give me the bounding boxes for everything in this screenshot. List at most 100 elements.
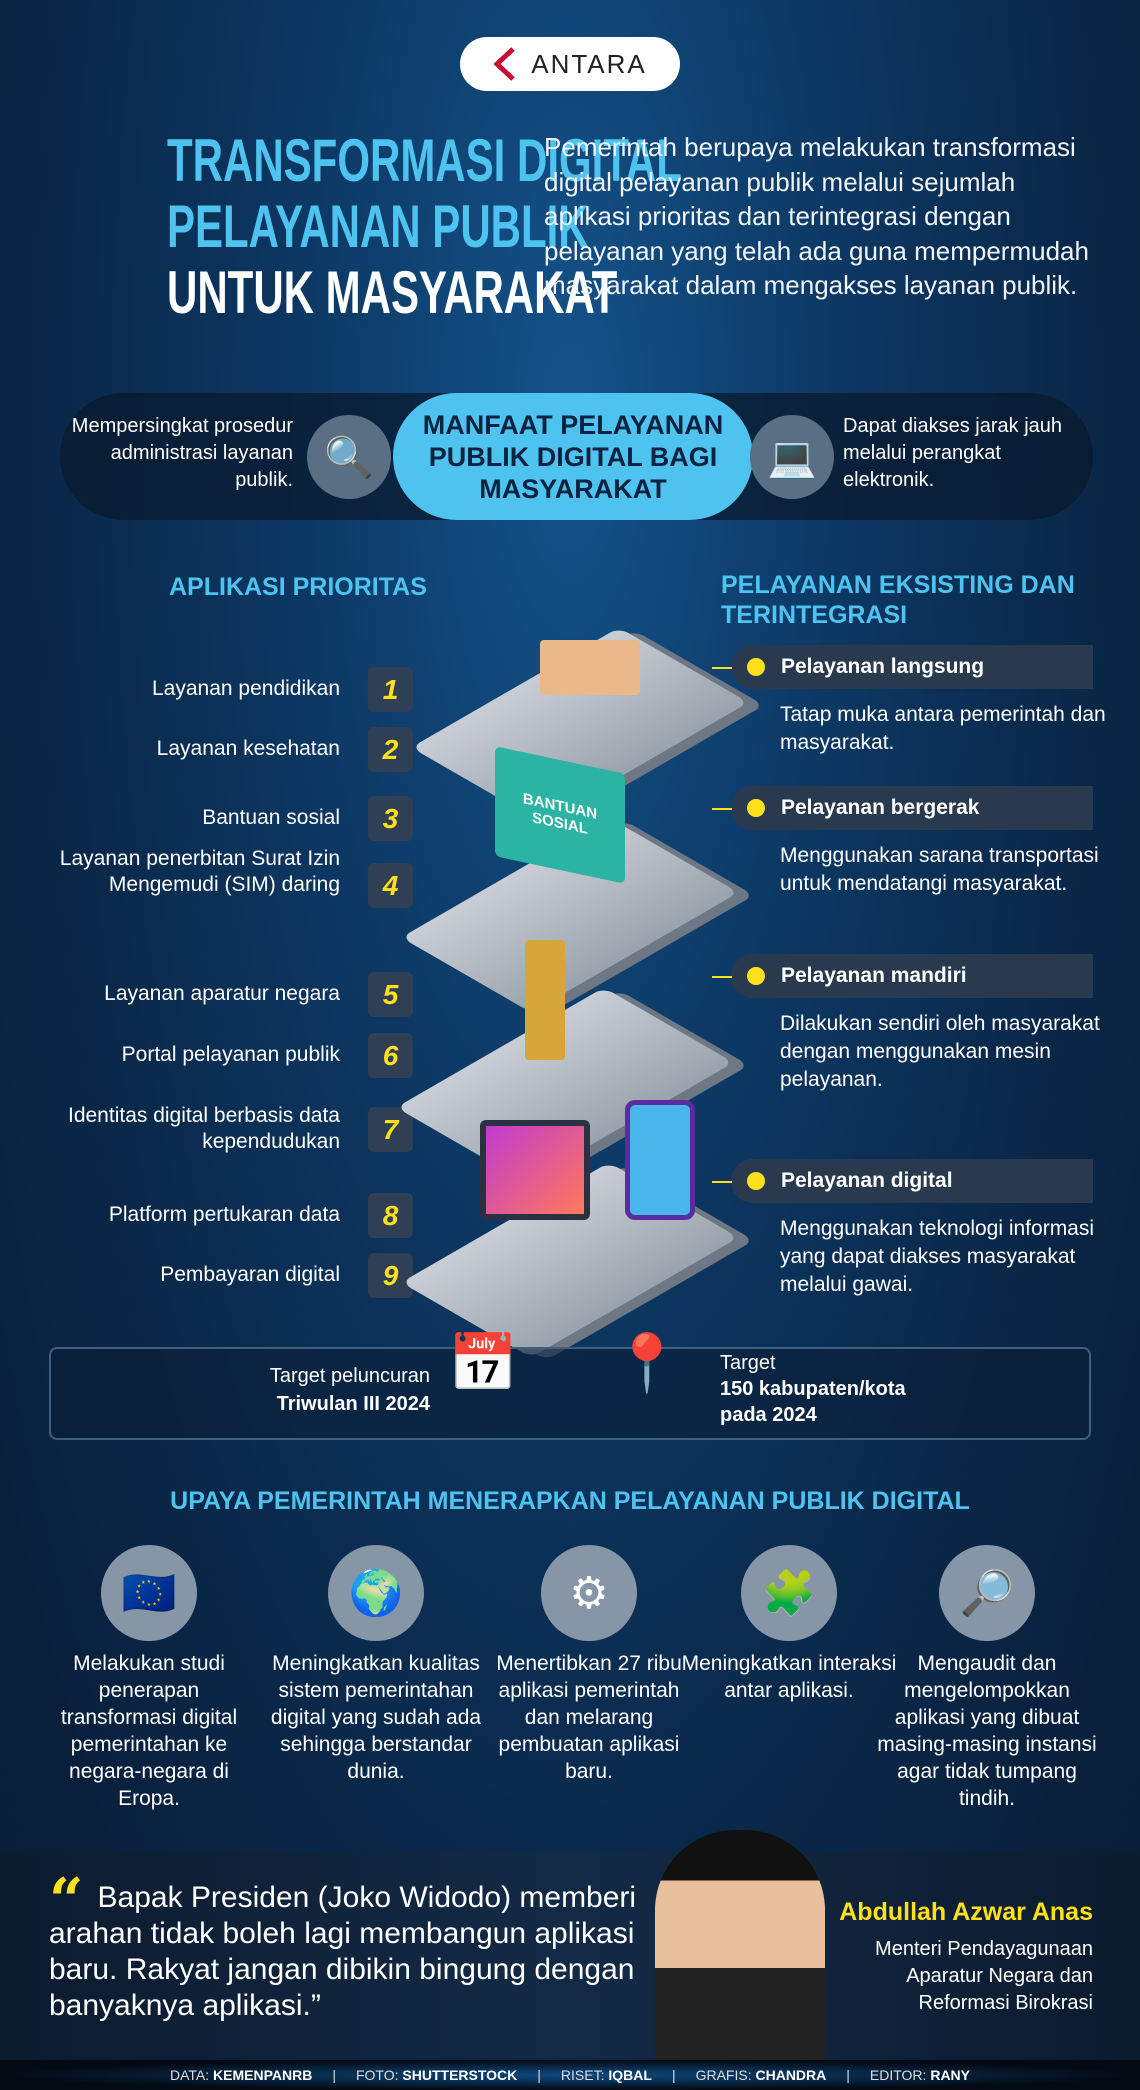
credit-value: RANY — [930, 2067, 970, 2083]
app-item-number: 2 — [368, 727, 413, 772]
app-item-number: 3 — [368, 796, 413, 841]
service-label-pill: Pelayanan mandiri — [731, 954, 1093, 998]
intro-text: Pemerintah berupaya melakukan transforma… — [544, 132, 1089, 300]
bullet-dot-icon — [747, 658, 765, 676]
gear-apps-icon: ⚙ — [541, 1545, 637, 1641]
page-title: TRANSFORMASI DIGITAL PELAYANAN PUBLIK UN… — [20, 128, 682, 326]
globe-star-icon: 🌍 — [328, 1545, 424, 1641]
bullet-dot-icon — [747, 799, 765, 817]
credit-value: SHUTTERSTOCK — [402, 2067, 518, 2083]
effort-text: Menertibkan 27 ribu aplikasi pemerintah … — [496, 1652, 682, 1783]
credit-value: KEMENPANRB — [213, 2067, 313, 2083]
quote: “Bapak Presiden (Joko Widodo) memberi ar… — [49, 1871, 649, 2024]
credit-value: CHANDRA — [755, 2067, 827, 2083]
document-magnifier-icon: 🔍 — [307, 415, 391, 499]
credit-separator: | — [846, 2067, 850, 2083]
launch-label: Target peluncuran — [269, 1365, 430, 1387]
app-item-label: Layanan pendidikan — [152, 677, 340, 700]
credit-key: DATA: — [169, 2067, 210, 2083]
service-description: Menggunakan sarana transportasi untuk me… — [780, 844, 1099, 895]
speaker-name: Abdullah Azwar Anas — [839, 1898, 1093, 1926]
credit-separator: | — [332, 2067, 336, 2083]
launch-target: Target peluncuran Triwulan III 2024 — [180, 1362, 430, 1418]
logo-text: ANTARA — [531, 48, 647, 79]
credit-separator: | — [671, 2067, 676, 2083]
app-item-number: 5 — [368, 972, 413, 1017]
app-item-label: Pembayaran digital — [160, 1263, 340, 1286]
quote-text: Bapak Presiden (Joko Widodo) memberi ara… — [49, 1881, 637, 2022]
effort-text: Meningkatkan interaksi antar aplikasi. — [681, 1652, 897, 1702]
magnifier-device-icon: 🔎 — [939, 1545, 1035, 1641]
service-label: Pelayanan digital — [781, 1169, 953, 1192]
target-box — [49, 1347, 1091, 1440]
region-target: Target 150 kabupaten/kota pada 2024 — [720, 1350, 906, 1428]
credit-item: FOTO: SHUTTERSTOCK — [356, 2067, 517, 2083]
app-item-label: Identitas digital berbasis data kependud… — [67, 1104, 340, 1153]
antara-logo-icon — [493, 47, 515, 81]
speaker-role: Menteri Pendayagunaan Aparatur Negara da… — [875, 1938, 1093, 2014]
service-description: Dilakukan sendiri oleh masyarakat dengan… — [780, 1012, 1100, 1091]
service-description: Menggunakan teknologi informasi yang dap… — [780, 1217, 1095, 1296]
services-heading: PELAYANAN EKSISTING DAN TERINTEGRASI — [721, 571, 1075, 629]
region-value: 150 kabupaten/kota — [720, 1378, 906, 1400]
credit-item: RISET: IQBAL — [561, 2067, 652, 2083]
service-label-pill: Pelayanan digital — [731, 1159, 1093, 1203]
service-description: Tatap muka antara pemerintah dan masyara… — [780, 703, 1106, 754]
connector-line — [712, 976, 732, 978]
office-desk — [540, 640, 640, 695]
service-label-pill: Pelayanan langsung — [731, 645, 1093, 689]
effort-text: Meningkatkan kualitas sistem pemerintaha… — [270, 1652, 482, 1783]
credit-separator: | — [537, 2067, 541, 2083]
credit-key: GRAFIS: — [695, 2067, 752, 2083]
credit-item: EDITOR: RANY — [870, 2067, 970, 2083]
bullet-dot-icon — [747, 1172, 765, 1190]
app-item-number: 7 — [368, 1107, 413, 1152]
connector-line — [712, 1181, 732, 1183]
credit-key: RISET: — [560, 2067, 605, 2083]
effort-text: Mengaudit dan mengelompokkan aplikasi ya… — [877, 1652, 1097, 1810]
quote-band — [0, 1853, 1140, 2058]
app-item-number: 1 — [368, 667, 413, 712]
launch-value: Triwulan III 2024 — [276, 1393, 430, 1415]
credits-footer: DATA: KEMENPANRB | FOTO: SHUTTERSTOCK | RISE… — [0, 2060, 1140, 2090]
app-item-number: 9 — [368, 1253, 413, 1298]
puzzle-network-icon: 🧩 — [741, 1545, 837, 1641]
bullet-dot-icon — [747, 967, 765, 985]
atm-machine — [525, 940, 565, 1060]
connector-line — [712, 808, 732, 810]
minister-portrait — [655, 1830, 825, 2060]
service-label: Pelayanan mandiri — [781, 964, 967, 987]
app-item-number: 8 — [368, 1193, 413, 1238]
smartphone — [625, 1100, 695, 1220]
eu-flag-magnifier-icon: 🇪🇺 — [101, 1545, 197, 1641]
antara-logo: ANTARA — [460, 37, 680, 91]
efforts-heading: UPAYA PEMERINTAH MENERAPKAN PELAYANAN PU… — [170, 1487, 970, 1515]
service-label: Pelayanan bergerak — [781, 796, 980, 819]
apps-heading: APLIKASI PRIORITAS — [169, 573, 427, 601]
app-item-label: Layanan aparatur negara — [104, 982, 340, 1005]
app-item-label: Layanan penerbitan Surat Izin Mengemudi … — [59, 847, 340, 896]
title-line-2: PELAYANAN PUBLIK — [167, 193, 589, 260]
region-year: pada 2024 — [720, 1404, 817, 1426]
app-item-label: Layanan kesehatan — [156, 737, 340, 760]
app-item-number: 4 — [368, 863, 413, 908]
title-line-3: UNTUK MASYARAKAT — [167, 259, 618, 326]
location-target-icon: 📍 — [612, 1331, 682, 1394]
laptop-icon: 💻 — [750, 415, 834, 499]
credit-value: IQBAL — [608, 2067, 652, 2083]
region-label: Target — [720, 1352, 776, 1374]
app-item-label: Portal pelayanan publik — [121, 1043, 340, 1066]
benefits-title: MANFAAT PELAYANAN PUBLIK DIGITAL BAGI MA… — [393, 393, 753, 520]
monitor — [480, 1120, 590, 1220]
credit-item: DATA: KEMENPANRB — [170, 2067, 312, 2083]
calendar-target-icon: 📅 — [448, 1331, 518, 1394]
service-label-pill: Pelayanan bergerak — [731, 786, 1093, 830]
benefit-left-text: Mempersingkat prosedur administrasi laya… — [71, 415, 293, 491]
benefit-right-text: Dapat diakses jarak jauh melalui perangk… — [843, 415, 1063, 491]
app-item-number: 6 — [368, 1033, 413, 1078]
connector-line — [712, 667, 732, 669]
credit-key: EDITOR: — [869, 2067, 927, 2083]
credit-item: GRAFIS: CHANDRA — [696, 2067, 827, 2083]
credit-key: FOTO: — [355, 2067, 399, 2083]
service-label: Pelayanan langsung — [781, 655, 985, 678]
